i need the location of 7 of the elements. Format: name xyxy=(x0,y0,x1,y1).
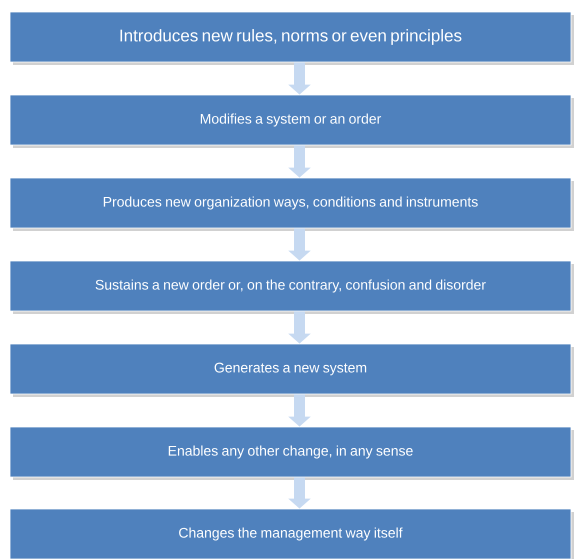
process-box: Enables any other change, in any sense xyxy=(10,426,574,480)
process-box: Sustains a new order or, on the contrary, confusion and disorder xyxy=(10,260,574,314)
process-box: Produces new organization ways, conditions and instruments xyxy=(10,178,574,231)
process-box: Changes the management way itself xyxy=(10,508,574,559)
process-box: Introduces new rules, norms or even principles xyxy=(10,12,574,65)
process-box: Modifies a system or an order xyxy=(10,94,574,148)
process-box: Generates a new system xyxy=(10,344,574,397)
